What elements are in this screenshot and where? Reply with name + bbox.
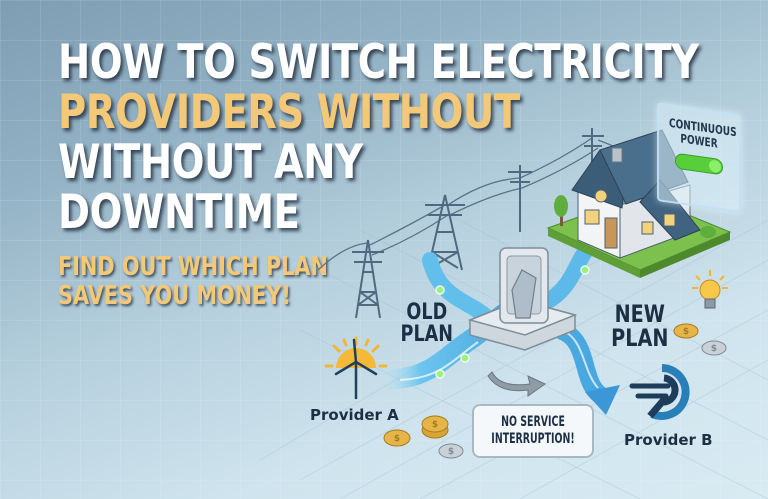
- new-plan-line-1: NEW: [614, 300, 665, 328]
- svg-text:$: $: [711, 344, 717, 354]
- provider-b-logo-icon: [629, 364, 690, 420]
- headline-line-2: PROVIDERS WITHOUT: [58, 85, 520, 140]
- callout-line-1: NO SERVICE: [501, 414, 565, 430]
- svg-text:$: $: [683, 327, 689, 337]
- light-bulb-icon: [692, 270, 728, 309]
- old-plan-line-2: PLAN: [400, 322, 454, 347]
- provider-b-label: Provider B: [624, 431, 713, 449]
- headline-line-1: HOW TO SWITCH ELECTRICITY: [58, 35, 699, 90]
- svg-text:$: $: [394, 434, 400, 444]
- old-plan-line-1: OLD: [406, 300, 448, 325]
- wind-turbine-sun-icon: [324, 336, 388, 400]
- subheadline-line-2: SAVES YOU MONEY!: [58, 281, 291, 311]
- new-plan-line-2: PLAN: [611, 324, 669, 352]
- callout-line-2: INTERRUPTION!: [491, 431, 575, 447]
- headline-line-3: WITHOUT ANY: [58, 135, 363, 190]
- subheadline: FIND OUT WHICH PLAN SAVES YOU MONEY!: [58, 253, 328, 311]
- provider-a-label: Provider A: [310, 406, 399, 424]
- headline-line-4: DOWNTIME: [58, 185, 300, 240]
- svg-text:$: $: [448, 447, 454, 457]
- headline: HOW TO SWITCH ELECTRICITY PROVIDERS WITH…: [58, 38, 699, 238]
- flow-arrowhead: [585, 385, 620, 415]
- new-plan-label: NEW PLAN: [611, 302, 668, 350]
- subheadline-line-1: FIND OUT WHICH PLAN: [58, 252, 328, 282]
- no-interruption-callout: NO SERVICE INTERRUPTION!: [472, 404, 594, 458]
- svg-text:$: $: [432, 420, 438, 430]
- old-plan-label: OLD PLAN: [401, 302, 453, 346]
